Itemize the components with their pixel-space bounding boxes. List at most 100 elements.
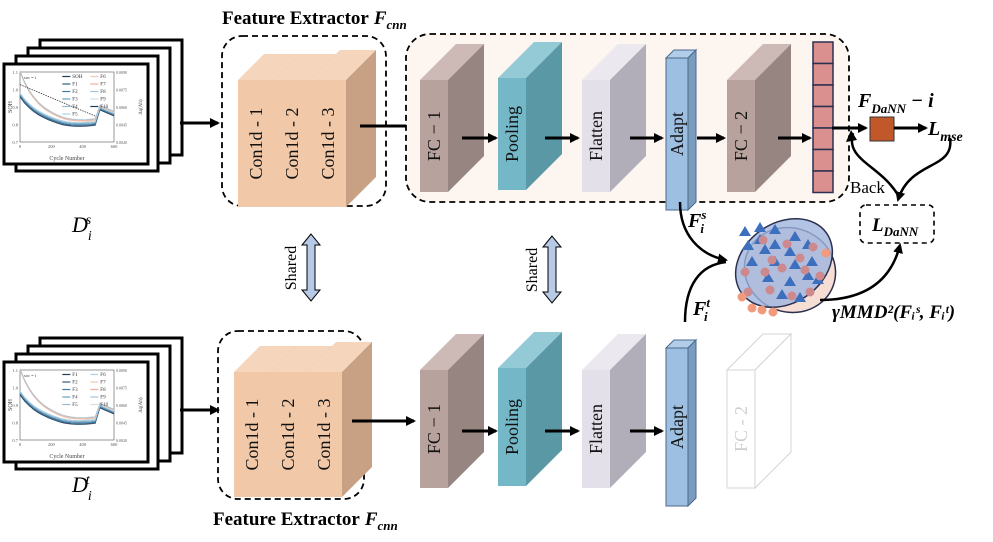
- legend-entry: F5: [72, 403, 78, 408]
- target-sample-circle: [787, 291, 797, 301]
- pooling-layer-side: [526, 42, 562, 190]
- mmd-to-ldann-curve: [819, 243, 903, 302]
- target-sample-circle: [758, 235, 768, 245]
- legend-entry: F9: [100, 98, 106, 103]
- plot-ytick: 1.0: [12, 386, 18, 391]
- top-head-layers: FC − 1 Pooling Flatten Adapt FC − 2: [420, 42, 812, 212]
- pooling-layer-front: [498, 78, 526, 190]
- plot-ytick: 1.1: [12, 70, 18, 75]
- target-sample-circle-outer: [821, 248, 831, 258]
- source-distribution-ellipse: [734, 217, 834, 309]
- plot-axes: [19, 369, 115, 441]
- plot-ytick: 0.7: [12, 438, 18, 443]
- legend-entry: F8: [100, 388, 106, 393]
- target-sample-circle: [743, 287, 753, 297]
- output-cell: [812, 127, 834, 151]
- fc1-layer-side: [448, 44, 484, 192]
- flatten-layer-front: [582, 370, 610, 488]
- shared-label-right: Shared: [524, 248, 541, 292]
- shared-indicator-right: Shared: [524, 235, 563, 304]
- plot-y2tick: 0.0020: [116, 438, 127, 443]
- fc1-layer: FC − 1: [420, 334, 484, 488]
- fc1-layer-label: FC − 1: [424, 111, 444, 161]
- pooling-layer: Pooling: [498, 332, 562, 486]
- plot-xtick: 400: [79, 442, 87, 447]
- plot-xtick: 600: [111, 442, 119, 447]
- target-sample-circle: [800, 265, 810, 275]
- legend-entry: F3: [72, 98, 78, 103]
- flatten-layer-side: [610, 44, 646, 192]
- target-sample-circle: [795, 253, 805, 263]
- legend-entry: F6: [100, 75, 106, 80]
- plot-y2label: Δq(Ah): [139, 397, 144, 412]
- shared-indicator-left: Shared: [283, 233, 322, 302]
- target-sample-circle: [808, 242, 818, 252]
- plot-y2tick: 0.0020: [116, 140, 127, 145]
- flatten-layer-top: [582, 44, 646, 80]
- conv-layer-1-top: [234, 346, 296, 372]
- target-sample-circle: [767, 255, 777, 265]
- legend-entry: F1: [72, 373, 78, 378]
- fs-curve: [678, 201, 728, 264]
- plot-y2tick: 0.0060: [116, 403, 127, 408]
- source-sample-triangle: [739, 226, 751, 236]
- plot-y2label: Δq(Ah): [139, 99, 144, 114]
- legend-entry: F2: [72, 90, 78, 95]
- plot-xtick: 600: [111, 144, 119, 149]
- plot-xtick: 0: [19, 144, 22, 149]
- plot-series: [19, 368, 115, 419]
- conv-layer-2-front: [274, 80, 310, 207]
- loss-node: [869, 116, 895, 142]
- plot-y2tick: 0.0075: [116, 386, 127, 391]
- conv-layer-3-front: [310, 80, 346, 207]
- source-sample-triangle: [789, 231, 801, 241]
- plot-series: [19, 70, 115, 121]
- fc2-layer-label: FC − 2: [731, 111, 751, 161]
- source-sample-triangle: [769, 224, 781, 234]
- back-label: Back: [850, 178, 885, 197]
- target-sample-circle: [740, 267, 750, 277]
- flatten-layer: Flatten: [582, 44, 646, 192]
- output-vector: [812, 41, 834, 194]
- adapt-layer-label: Adapt: [667, 112, 687, 156]
- fc1-layer-front: [420, 370, 448, 488]
- mmd-label: γMMD²(Fᵢˢ, Fᵢᵗ): [832, 302, 955, 323]
- shared-label-left: Shared: [283, 246, 300, 290]
- conv-layer-2-label: Con1d - 2: [282, 108, 302, 180]
- source-sample-triangle: [759, 244, 771, 254]
- fc1-layer-top: [420, 334, 484, 370]
- fc1-layer-top: [420, 44, 484, 80]
- source-sample-triangle: [762, 272, 774, 282]
- plot-ytick: 0.8: [12, 421, 18, 426]
- target-sample-circle: [782, 239, 792, 249]
- target-sample-circle: [777, 263, 787, 273]
- ft-curve: [683, 260, 727, 323]
- output-cell: [812, 84, 834, 108]
- legend-entry: F4: [72, 105, 78, 110]
- adapt-layer-side: [687, 338, 697, 508]
- fc2-layer-inactive-label: FC - 2: [731, 406, 751, 452]
- pooling-layer-label: Pooling: [502, 106, 522, 162]
- pooling-layer-top: [498, 332, 562, 368]
- adapt-layer-front: [665, 57, 689, 211]
- conv-layer-1-top: [238, 54, 300, 80]
- conv-layer-3-top: [306, 342, 372, 372]
- fdann-label: FDaNN − i: [857, 90, 934, 116]
- top-extractor-box: [221, 35, 387, 207]
- legend-entry: F4: [72, 396, 78, 401]
- output-cell: [812, 148, 834, 172]
- source-sample-triangle: [784, 276, 796, 286]
- ldann-box: [859, 204, 935, 244]
- target-sample-circle-outer: [757, 305, 767, 315]
- plot-y2tick: 0.0090: [116, 368, 127, 373]
- plot-xlabel: Cycle Number: [49, 156, 84, 162]
- fc2-layer-top: [727, 44, 791, 80]
- target-sample-circle: [765, 285, 775, 295]
- source-sample-triangle: [769, 239, 781, 249]
- plot-ytick: 0.9: [12, 403, 18, 408]
- plot-y2tick: 0.0060: [116, 105, 127, 110]
